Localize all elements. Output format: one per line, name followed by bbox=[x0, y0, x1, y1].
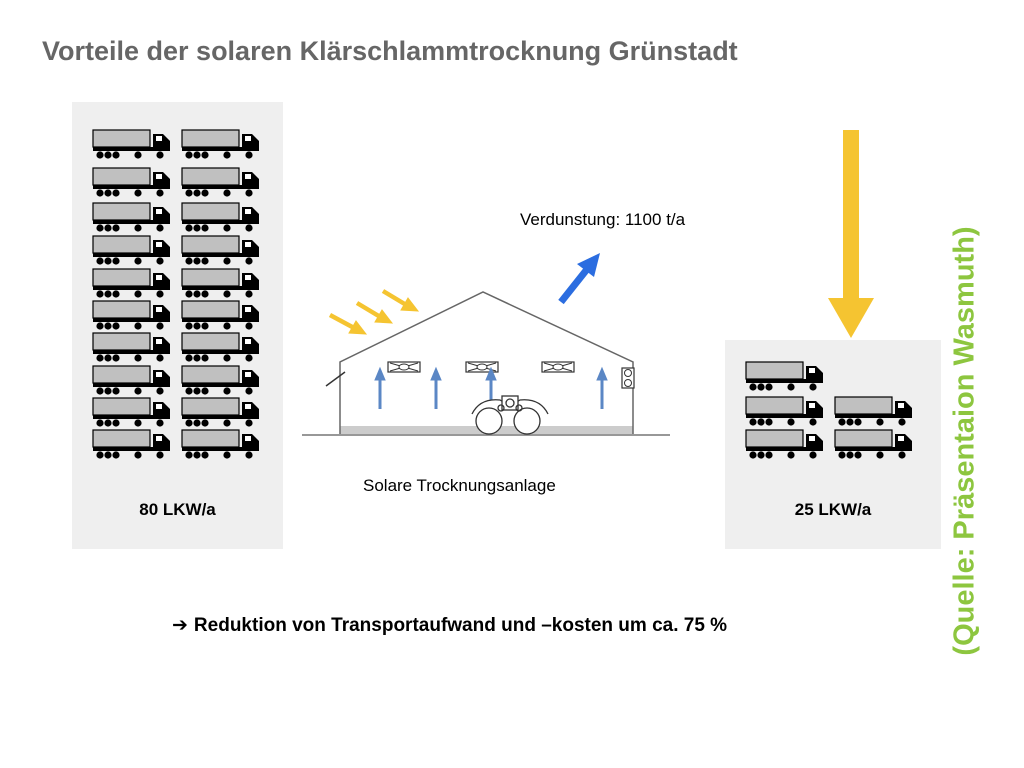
truck-icon bbox=[92, 332, 171, 363]
truck-icon bbox=[92, 365, 171, 396]
truck-icon bbox=[745, 396, 824, 427]
truck-icon bbox=[181, 202, 260, 233]
truck-icon bbox=[181, 429, 260, 460]
truck-icon bbox=[92, 300, 171, 331]
truck-icon bbox=[92, 429, 171, 460]
truck-icon bbox=[181, 129, 260, 160]
right-arrow-icon: ➔ bbox=[172, 615, 188, 636]
after-truck-fleet bbox=[745, 361, 913, 460]
truck-icon bbox=[92, 397, 171, 428]
truck-icon bbox=[745, 429, 824, 460]
truck-icon bbox=[834, 429, 913, 460]
truck-icon bbox=[181, 268, 260, 299]
sludge-turner-machine bbox=[471, 395, 549, 435]
fan-icon bbox=[387, 361, 421, 373]
truck-icon bbox=[745, 361, 824, 392]
truck-icon bbox=[92, 129, 171, 160]
before-truck-count: 80 LKW/a bbox=[139, 500, 216, 519]
truck-icon bbox=[181, 365, 260, 396]
truck-icon bbox=[181, 332, 260, 363]
fan-icon bbox=[541, 361, 575, 373]
truck-icon bbox=[181, 235, 260, 266]
sun-ray-arrows bbox=[328, 289, 420, 335]
truck-icon bbox=[834, 396, 913, 427]
truck-icon bbox=[92, 202, 171, 233]
evaporation-arrow bbox=[558, 253, 600, 305]
truck-icon bbox=[181, 167, 260, 198]
slide-title: Vorteile der solaren Klärschlammtrocknun… bbox=[42, 36, 738, 66]
drying-plant-greenhouse bbox=[302, 291, 670, 436]
source-note: (Quelle: Präsentaion Wasmuth) bbox=[948, 226, 981, 656]
conclusion-statement: ➔Reduktion von Transportaufwand und –kos… bbox=[172, 614, 727, 637]
drying-plant-label: Solare Trocknungsanlage bbox=[363, 476, 556, 495]
conclusion-text: Reduktion von Transportaufwand und –kost… bbox=[193, 615, 728, 636]
before-truck-fleet bbox=[92, 129, 260, 460]
evaporation-label: Verdunstung: 1100 t/a bbox=[520, 210, 686, 229]
incoming-sun-arrow bbox=[828, 130, 874, 338]
after-truck-count: 25 LKW/a bbox=[794, 500, 872, 519]
truck-icon bbox=[181, 300, 260, 331]
truck-icon bbox=[181, 397, 260, 428]
fan-icon bbox=[465, 361, 499, 373]
truck-icon bbox=[92, 167, 171, 198]
truck-icon bbox=[92, 235, 171, 266]
truck-icon bbox=[92, 268, 171, 299]
